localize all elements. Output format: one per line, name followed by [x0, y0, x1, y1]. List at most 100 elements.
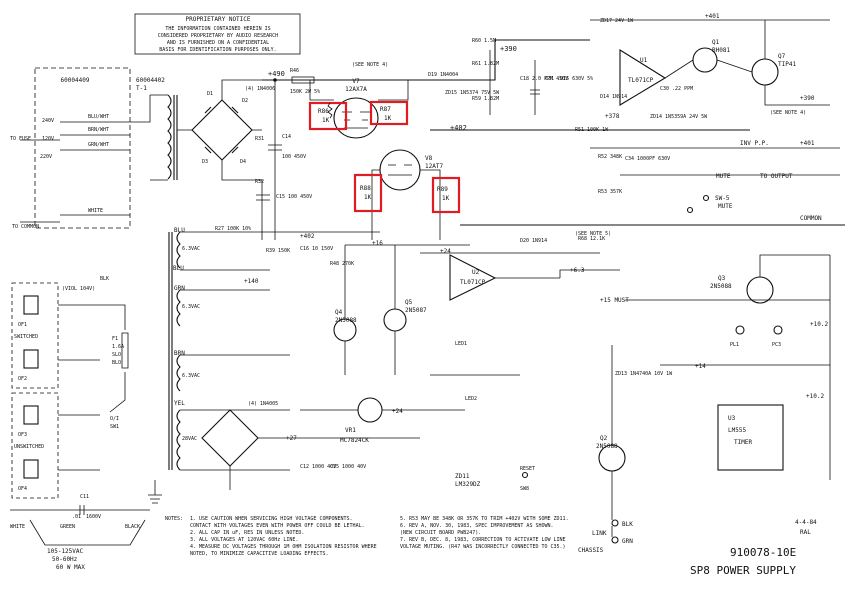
- of1-label: OF1: [18, 322, 27, 328]
- r87-value: 1K: [384, 115, 392, 122]
- title-block: BLK GRN LINK CHASSIS 4-4-84 RAL 910078-1…: [578, 505, 817, 577]
- fuse-blo: BLO: [112, 360, 121, 366]
- rail-27: +27: [286, 435, 297, 442]
- c-label: C18 2.0 PPM 450V: [520, 76, 568, 82]
- t2-part-number: 60004409: [61, 77, 90, 84]
- rail-16: +16: [372, 240, 383, 247]
- winding-label: 6.3VAC: [182, 246, 200, 252]
- chassis-label: CHASSIS: [578, 547, 604, 554]
- outlet-of2: [23, 349, 39, 369]
- c-label: C12 1000 40V: [300, 464, 336, 470]
- r-label: R48 270K: [330, 261, 354, 267]
- sw1-label: SW1: [110, 424, 119, 430]
- c-label: C30 .22 PPM: [660, 86, 693, 92]
- q2-type: 2N5088: [596, 443, 618, 450]
- v8-type: 12AT7: [425, 163, 443, 170]
- u1-type: TL071CP: [628, 77, 654, 84]
- z-label: ZD14 1N5359A 24V 5W: [650, 114, 708, 120]
- led-label: LED1: [455, 341, 467, 347]
- diode-part: (4) 1N4006: [245, 86, 275, 92]
- led-zener-section: LED1 LED2 ZD11 LM329DZ Q2 2N5088 RESET S…: [430, 341, 626, 505]
- to-fuse-label: TO FUSE: [10, 136, 31, 142]
- note-line: 5. R53 MAY BE 348K OR 357K TO TRIM +402V…: [400, 516, 569, 522]
- tube-v8: V8 12AT7: [371, 149, 443, 240]
- d-label: D20 1N914: [520, 238, 547, 244]
- q2-label: Q2: [600, 435, 608, 442]
- outlet-of1: [23, 295, 39, 315]
- c11-rating: 1600V: [86, 514, 101, 520]
- wire-white: WHITE: [88, 208, 103, 214]
- vr1-regulator: VR1 MC7824CK +24 C12 1000 40V C35 1000 4…: [300, 397, 465, 470]
- rail-14: +14: [695, 363, 706, 370]
- rail-label: +401: [705, 13, 720, 20]
- d-label: D14 1N914: [600, 94, 627, 100]
- u3-timer: TIMER: [734, 439, 752, 446]
- wire-white-bot: WHITE: [10, 524, 25, 530]
- u2-amp: U2 TL071CP +24 D20 1N914 +6.3 R68 12.1K: [420, 236, 620, 301]
- see-note4-out: (SEE NOTE 4): [770, 110, 806, 116]
- q1-type: BH081: [712, 47, 730, 54]
- blk-wire: BLK: [100, 276, 109, 282]
- mute-switch-section: TO OUTPUT MUTE SW-5 MUTE COMMON C34 1000…: [460, 154, 845, 237]
- u3-type: LM555: [728, 427, 746, 434]
- note-line: 7. REV B, DEC. 8, 1983, CORRECTION TO AC…: [400, 537, 566, 543]
- wire-label: YEL: [174, 400, 185, 407]
- reset-switch-contact: [521, 471, 529, 479]
- chassis-terminal: [611, 536, 619, 544]
- mute-label: MUTE: [716, 173, 731, 180]
- pc3-lamp: [773, 325, 783, 335]
- c-label: C16 10 150V: [300, 246, 333, 252]
- q1-label: Q1: [712, 39, 720, 46]
- pl1-lamp: [735, 325, 745, 335]
- r-label: R51 100K 1W: [575, 127, 609, 133]
- v8-label: V8: [425, 155, 433, 162]
- note-line: 2. ALL CAP IN uF, RES IN UNLESS NOTED.: [190, 530, 304, 536]
- vr1-label: VR1: [345, 427, 356, 434]
- highlight-box-r86: [308, 101, 348, 131]
- transformer-t2: 60004409 240V 120V 220V TO FUSE TO COMMO…: [10, 67, 131, 230]
- led-label: LED2: [465, 396, 477, 402]
- r87-ref: R87: [380, 106, 391, 113]
- to-common-label: TO COMMON: [12, 224, 39, 230]
- rail-6-3: +6.3: [570, 267, 585, 274]
- out-390: +390: [800, 95, 815, 102]
- notice-line: BASIS FOR IDENTIFICATION PURPOSES ONLY.: [159, 47, 276, 53]
- q5-type: 2N5087: [405, 307, 427, 314]
- r-label: R27 100K 10%: [215, 226, 251, 232]
- c-label: C35 1000 40V: [330, 464, 366, 470]
- r86-value: 1K: [322, 117, 330, 124]
- r-label: R60 1.5M: [472, 38, 496, 44]
- r-label: R59 1.82M: [472, 96, 499, 102]
- wire-label: BRN: [174, 350, 185, 357]
- drawing-initials: RAL: [800, 529, 811, 536]
- rail-15: +15 MUST: [600, 297, 629, 304]
- to-output: TO OUTPUT: [760, 173, 793, 180]
- sw5-contact: [686, 206, 694, 214]
- fuse-rating: 1.6A: [112, 344, 124, 350]
- rail-24b: +24: [440, 248, 451, 255]
- diode-label: D2: [242, 98, 248, 104]
- grn-terminal: GRN: [622, 538, 633, 545]
- rail-490: +490: [268, 70, 285, 78]
- primary-120: 120V: [42, 136, 54, 142]
- sw5-mute: MUTE: [718, 203, 733, 210]
- zd11-label: ZD11: [455, 473, 470, 480]
- drawing-title: SP8 POWER SUPPLY: [690, 564, 796, 577]
- q3-label: Q3: [718, 275, 726, 282]
- wire-label: BLU: [173, 265, 184, 272]
- sw5-contact: [702, 194, 710, 202]
- switch-label: RESET: [520, 466, 535, 472]
- rail-140: +140: [244, 278, 259, 285]
- hv-filter-section: +490 R46 150K 2W 5% C14 100 450V C15 100…: [255, 68, 460, 240]
- q7-type: TIP41: [778, 61, 796, 68]
- unswitched-label: UNSWITCHED: [14, 444, 44, 450]
- note-line: 3. ALL VOLTAGES AT 120VAC 60Hz LINE.: [190, 537, 298, 543]
- z-label: ZD15 1N5374 75V 5W: [445, 90, 500, 96]
- drawing-number: 910078-10E: [730, 546, 796, 559]
- wire-black-bot: BLACK: [125, 524, 140, 530]
- switch-label: SW8: [520, 486, 529, 492]
- q3-type: 2N5088: [710, 283, 732, 290]
- sw-onoff: O/I: [110, 416, 119, 422]
